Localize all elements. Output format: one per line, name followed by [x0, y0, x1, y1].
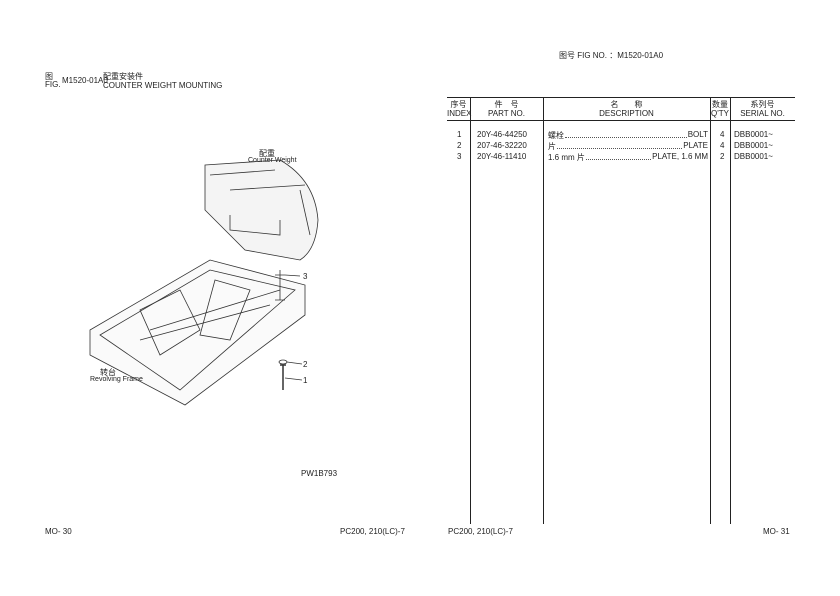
- fig-en: FIG.: [45, 80, 61, 89]
- title-cn: 配重安装件: [103, 72, 143, 81]
- callout-3: 3: [303, 272, 308, 281]
- counter-weight-cn: 配重: [259, 149, 275, 158]
- fig-no-label: 图号 FIG NO. ：M1520-01A0: [559, 51, 664, 60]
- callout-2: 2: [303, 360, 308, 369]
- frame-en: Revolving Frame: [90, 376, 143, 383]
- fig-code: M1520-01A0: [62, 76, 108, 85]
- frame-cn: 转台: [100, 368, 116, 377]
- fig-cn: 图: [45, 72, 53, 81]
- left-model: PC200, 210(LC)-7: [340, 527, 405, 536]
- title-en: COUNTER WEIGHT MOUNTING: [103, 81, 223, 90]
- left-page-number: MO- 30: [45, 527, 72, 536]
- right-page-number: MO- 31: [763, 527, 790, 536]
- exploded-drawing: [89, 159, 319, 406]
- counter-weight-en: Counter Weight: [248, 157, 297, 164]
- callout-1: 1: [303, 376, 308, 385]
- right-model: PC200, 210(LC)-7: [448, 527, 513, 536]
- drawing-code: PW1B793: [301, 469, 338, 478]
